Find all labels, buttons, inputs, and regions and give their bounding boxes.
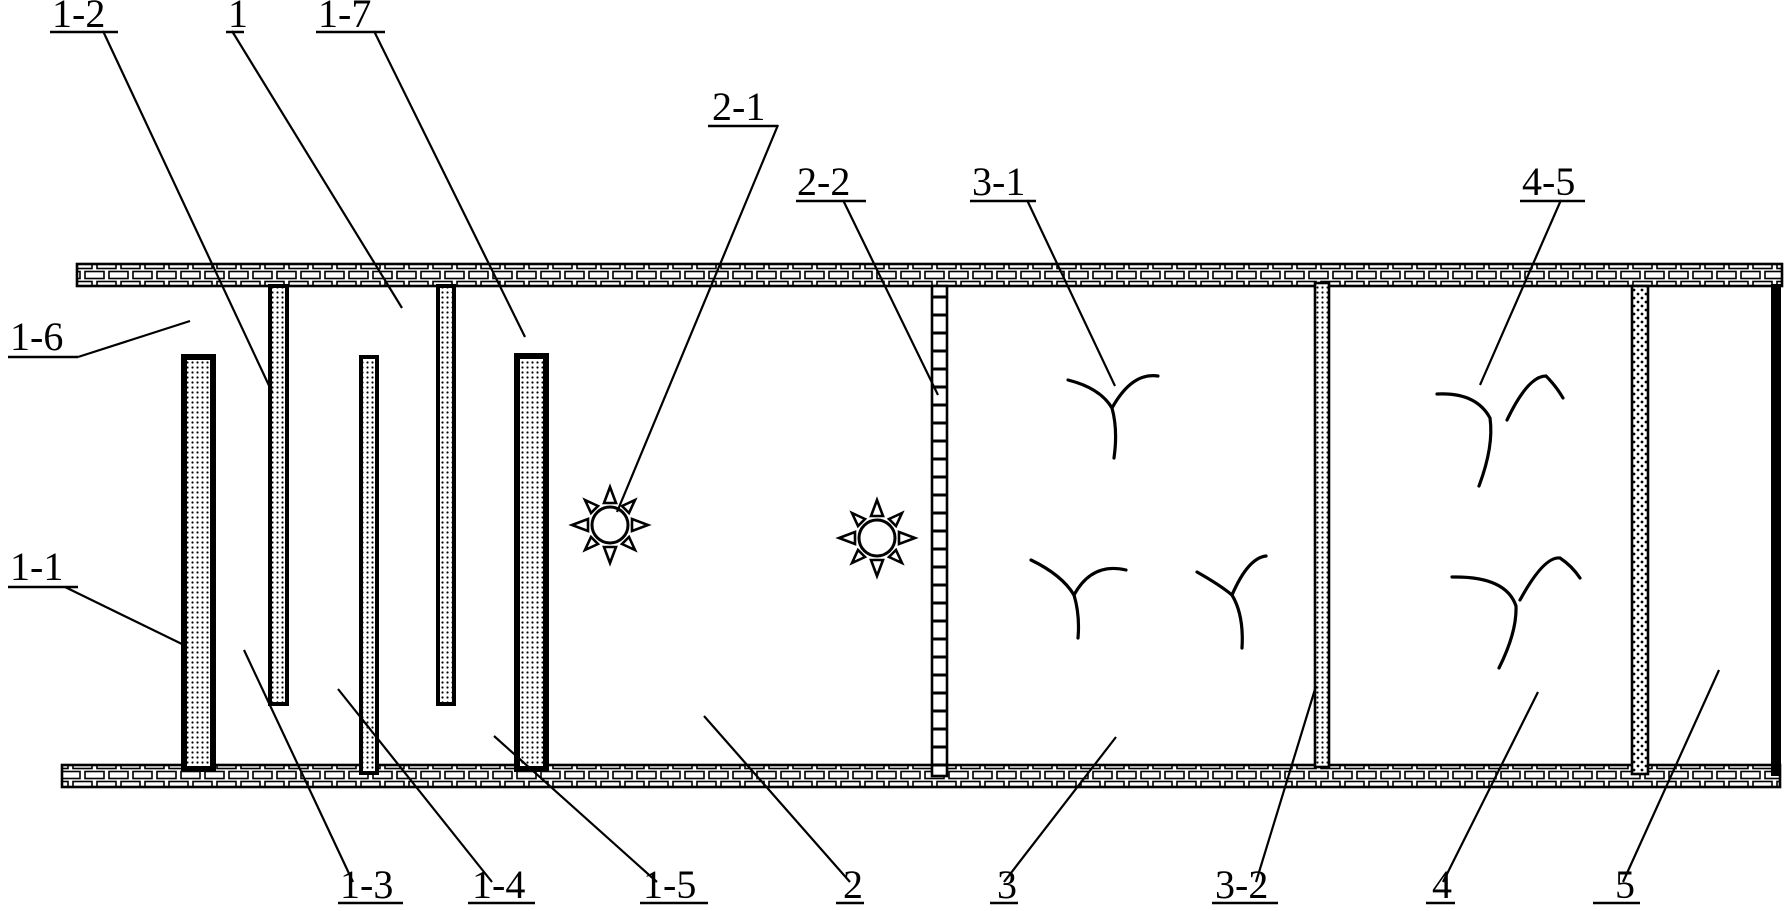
leader-lines: [64, 30, 1721, 883]
plant-icon: [1029, 558, 1128, 640]
right-end-wall: [1771, 284, 1781, 776]
label-1-6: 1-6: [10, 314, 63, 359]
partition-5: [1630, 284, 1650, 776]
label-1-5: 1-5: [643, 862, 696, 907]
label-3-2: 3-2: [1215, 862, 1268, 907]
label-4-5: 4-5: [1522, 159, 1575, 204]
plant-icon: [1435, 374, 1565, 488]
label-2-2: 2-2: [797, 159, 850, 204]
plant-icon: [1195, 554, 1268, 650]
plant-icon: [1450, 556, 1582, 670]
label-1: 1: [228, 0, 248, 36]
label-1-4: 1-4: [472, 862, 525, 907]
baffle-1-1: [181, 354, 216, 772]
label-1-2: 1-2: [52, 0, 105, 36]
aerator-icon: [570, 485, 650, 565]
label-3-1: 3-1: [972, 159, 1025, 204]
baffle-1-4: [359, 355, 379, 775]
top-wall: [75, 262, 1784, 288]
label-1-3: 1-3: [340, 862, 393, 907]
label-2: 2: [843, 862, 863, 907]
label-3: 3: [997, 862, 1017, 907]
baffle-1-5: [514, 353, 549, 772]
partition-3-2: [1313, 281, 1331, 769]
label-4: 4: [1432, 862, 1452, 907]
label-1-1: 1-1: [10, 544, 63, 589]
bottom-wall: [60, 763, 1782, 789]
baffle-upper-2: [436, 284, 456, 706]
plant-icon: [1066, 374, 1160, 460]
partition-2-2: [930, 284, 949, 778]
label-1-7: 1-7: [318, 0, 371, 36]
aerator-icon: [837, 498, 917, 578]
baffle-1-2: [268, 284, 289, 706]
label-2-1: 2-1: [712, 84, 765, 129]
label-5: 5: [1615, 862, 1635, 907]
